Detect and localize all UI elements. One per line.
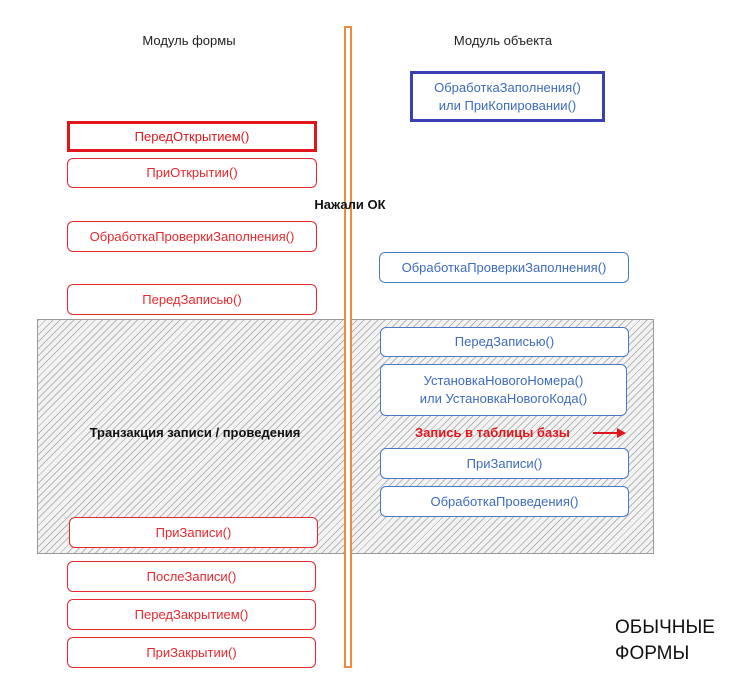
write-to-tables-label: Запись в таблицы базы [415, 425, 570, 440]
form-after-write-box: ПослеЗаписи() [67, 561, 316, 592]
form-before-open-box: ПередОткрытием() [67, 121, 317, 152]
module-divider-line [344, 26, 352, 668]
footer-title: ОБЫЧНЫЕ ФОРМЫ [615, 615, 730, 667]
form-module-title: Модуль формы [142, 33, 236, 48]
object-before-write-box: ПередЗаписью() [380, 327, 629, 357]
ok-pressed-label: Нажали ОК [314, 197, 386, 212]
object-fill-processing-line2: или ПриКопировании() [438, 97, 577, 113]
form-on-open-box: ПриОткрытии() [67, 158, 317, 188]
arrow-right-icon [593, 428, 626, 438]
form-fill-check-box: ОбработкаПроверкиЗаполнения() [67, 221, 317, 252]
form-before-close-box: ПередЗакрытием() [67, 599, 316, 630]
object-fill-processing-line1: ОбработкаЗаполнения() [434, 79, 581, 95]
object-fill-check-box: ОбработкаПроверкиЗаполнения() [379, 252, 629, 283]
footer-title-line1: ОБЫЧНЫЕ [615, 617, 715, 638]
transaction-label: Транзакция записи / проведения [89, 425, 301, 440]
object-module-title: Модуль объекта [453, 33, 553, 48]
form-before-write-box: ПередЗаписью() [67, 284, 317, 315]
object-posting-box: ОбработкаПроведения() [380, 486, 629, 517]
object-new-number-line2: или УстановкаНовогоКода() [419, 391, 588, 406]
form-on-close-box: ПриЗакрытии() [67, 637, 316, 668]
object-on-write-box: ПриЗаписи() [380, 448, 629, 479]
form-on-write-box: ПриЗаписи() [69, 517, 318, 548]
object-new-number-line1: УстановкаНовогоНомера() [423, 373, 584, 388]
object-fill-processing-box: ОбработкаЗаполнения() или ПриКопировании… [410, 71, 605, 122]
footer-title-line2: ФОРМЫ [615, 643, 690, 664]
object-new-number-box: УстановкаНовогоНомера() или УстановкаНов… [380, 364, 627, 416]
